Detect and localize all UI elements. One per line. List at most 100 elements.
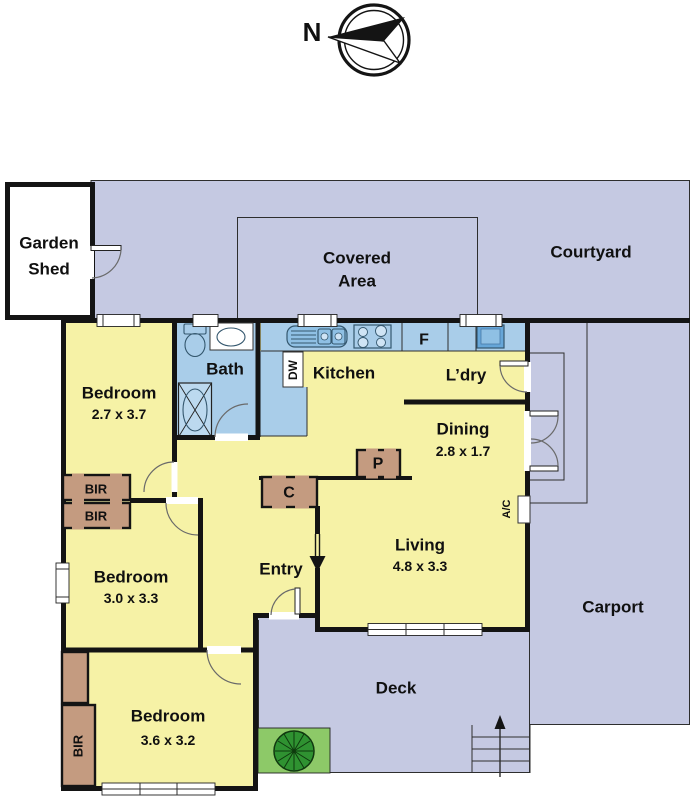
- kitchen-label: Kitchen: [313, 364, 375, 383]
- covered-area-outline: [237, 217, 478, 320]
- sink-bowl-left: [317, 328, 332, 345]
- toilet-bowl-icon: [184, 332, 206, 358]
- pantry-label: P: [373, 456, 384, 473]
- bedroom3-window-mullions: [102, 783, 215, 795]
- bedroom3-label: Bedroom: [131, 707, 206, 726]
- entry-arrow: [309, 534, 326, 572]
- entry-door-opening: [269, 612, 299, 620]
- bedroom1-door-opening: [171, 462, 178, 492]
- bedroom1-dims: 2.7 x 3.7: [92, 406, 147, 422]
- path-outline-inner: [529, 352, 565, 481]
- storage-boxes: [60, 448, 402, 788]
- windows: [55, 314, 503, 796]
- deck-label: Deck: [376, 679, 417, 698]
- bedroom1-door-arc: [143, 461, 175, 493]
- bath-label: Bath: [206, 360, 244, 379]
- laundry-door-opening: [524, 362, 531, 392]
- kitchen-window-ticks: [303, 314, 332, 327]
- bath-door-opening: [215, 433, 248, 441]
- garden-shed: [5, 182, 122, 320]
- bedroom1-label: Bedroom: [82, 384, 157, 403]
- sink-drain-left: [320, 332, 329, 341]
- bath-fixtures: [177, 322, 254, 438]
- labels: Garden Shed Covered Area Courtyard Carpo…: [19, 234, 644, 758]
- french-door-leaf-top: [529, 410, 559, 417]
- carport-area: [530, 320, 690, 725]
- garden-shed-label-1: Garden: [19, 234, 79, 253]
- laundry-trough-inner: [480, 328, 501, 345]
- basin-icon: [216, 327, 246, 347]
- burner-3: [357, 337, 369, 348]
- bedroom3-dims: 3.6 x 3.2: [141, 732, 196, 748]
- bedroom3-door-arc: [206, 649, 242, 685]
- entry-door-leaf: [294, 587, 301, 615]
- laundry-window: [459, 314, 503, 327]
- bedroom2-door-opening: [166, 497, 198, 504]
- kitchen-window: [297, 314, 338, 327]
- burner-1: [358, 327, 368, 337]
- french-door-arc-top: [530, 415, 559, 444]
- fridge-label: F: [419, 332, 429, 349]
- stair-treads: [471, 725, 531, 773]
- pantry-box: [355, 448, 402, 479]
- bir-bedroom2-box: [61, 501, 132, 530]
- tree-branches: [275, 732, 313, 770]
- bir-bedroom1-box: [61, 473, 132, 502]
- bedroom2-dims: 3.0 x 3.3: [104, 590, 159, 606]
- entry-door-arc: [270, 588, 296, 616]
- shower-base-icon: [182, 388, 208, 432]
- courtyard-label: Courtyard: [550, 243, 631, 262]
- dishwasher-label: DW: [286, 359, 300, 380]
- path-outline-outer: [530, 321, 588, 504]
- kitchen-floor-edge: [260, 387, 308, 437]
- burner-2: [375, 325, 387, 337]
- covered-area: [237, 217, 478, 320]
- stairs: [471, 715, 531, 777]
- laundry-door-arc: [499, 365, 528, 393]
- bir1-label: BIR: [85, 482, 108, 497]
- covered-area-label-2: Area: [338, 272, 376, 291]
- bedroom2-door-arc: [165, 502, 199, 536]
- bench-divider-lines: [261, 323, 525, 352]
- bir3-label: BIR: [71, 734, 86, 757]
- aircon-label: A/C: [501, 499, 513, 518]
- covered-area-label-1: Covered: [323, 249, 391, 268]
- compass-needle-icon: [328, 17, 405, 41]
- kitchen-floor: [260, 351, 307, 436]
- bedroom2-window: [55, 562, 70, 604]
- laundry-door-leaf: [499, 360, 529, 367]
- bath-door-arc: [214, 403, 249, 438]
- shower-cross-lines: [178, 382, 212, 438]
- laundry-label: L’dry: [446, 366, 487, 385]
- bedroom2-label: Bedroom: [94, 568, 169, 587]
- burner-4: [376, 337, 386, 348]
- french-door-arc-bottom: [530, 438, 559, 467]
- carport-label: Carport: [582, 598, 644, 617]
- cupboard-box: [260, 475, 319, 509]
- dining-dims: 2.8 x 1.7: [436, 443, 491, 459]
- air-conditioner-icon: [517, 495, 531, 524]
- bedroom1-window-ticks: [102, 314, 135, 327]
- kitchen-fixtures: [282, 324, 505, 388]
- bedroom1-window: [96, 314, 141, 327]
- bir2-label: BIR: [85, 509, 108, 524]
- doors: [143, 360, 559, 685]
- entry-arrow-shaft: [314, 534, 321, 556]
- garden-shed-label-2: Shed: [28, 260, 70, 279]
- sink-bowl-right: [331, 328, 346, 345]
- hall-cupboard-box: [60, 650, 90, 705]
- bath-window: [192, 314, 219, 327]
- robe-door-ticks: [72, 448, 396, 530]
- french-door-opening: [524, 411, 531, 471]
- cupboard-label: C: [283, 485, 295, 502]
- bir-bedroom3-box: [60, 703, 97, 788]
- north-label: N: [303, 17, 322, 47]
- garden-bed: [257, 727, 331, 774]
- house: [55, 314, 690, 796]
- living-window-mullions: [368, 623, 482, 636]
- shed-door-opening: [87, 246, 94, 279]
- dishwasher-icon: [282, 351, 304, 388]
- living-label: Living: [395, 536, 445, 555]
